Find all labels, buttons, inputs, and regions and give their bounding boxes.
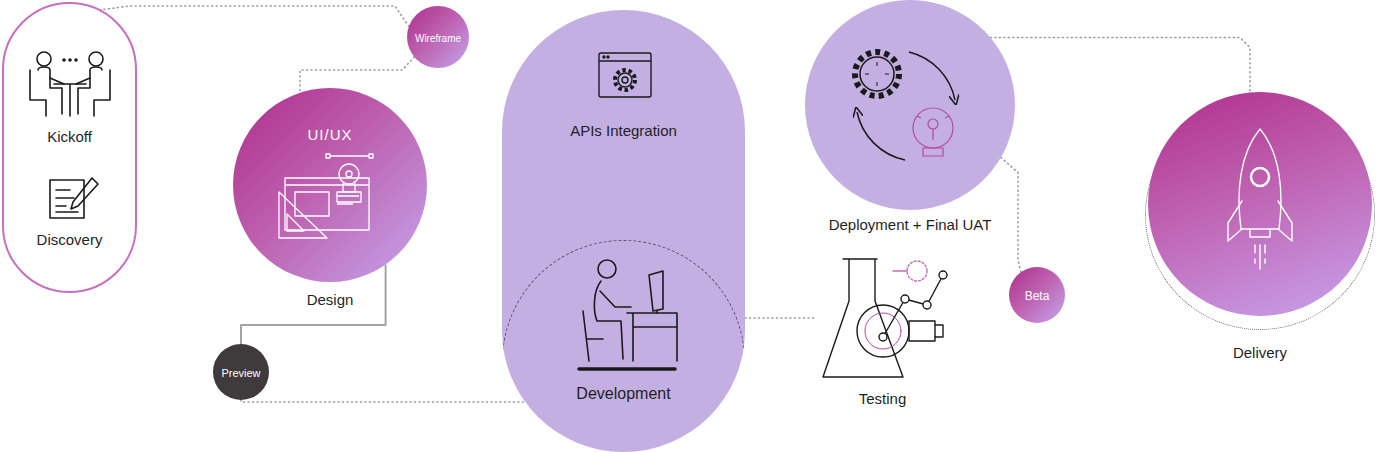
flow-connector <box>1001 158 1021 273</box>
phase-circle: Development <box>502 240 745 452</box>
text-slot: Discovery <box>4 231 135 249</box>
phase-circle: Deployment + Final UAT <box>805 0 1015 210</box>
text-slot: Testing <box>815 390 950 408</box>
node-label: Beta <box>1025 289 1050 303</box>
flow-connector <box>990 38 1250 101</box>
text-slot: Kickoff <box>4 128 135 146</box>
node-label: Testing <box>859 390 907 408</box>
text-slot: Deployment + Final UAT <box>805 216 1015 234</box>
node-label: Deployment + Final UAT <box>829 216 992 234</box>
flow-connector <box>100 6 409 26</box>
node-label: UI/UX <box>307 126 352 144</box>
text-slot: Preview <box>213 363 269 381</box>
phase-circle: Delivery <box>1145 100 1375 330</box>
text-slot: Design <box>233 291 427 309</box>
text-slot: UI/UX <box>233 126 427 144</box>
text-slot: Delivery <box>1146 344 1374 362</box>
phase-illustration <box>815 255 950 410</box>
flow-connector <box>241 400 525 402</box>
node-label: Development <box>576 384 670 403</box>
text-slot: Beta <box>1009 286 1065 304</box>
node-label: Discovery <box>37 231 103 249</box>
node-label: Preview <box>221 367 260 380</box>
phase-icon-node: Testing <box>815 255 950 410</box>
node-label: Design <box>307 291 354 309</box>
phase-illustration <box>4 4 139 295</box>
milestone-circle: Preview <box>213 344 269 400</box>
milestone-circle: Wireframe <box>407 6 469 68</box>
phase-illustration <box>503 241 745 452</box>
flow-connector <box>745 317 815 319</box>
text-slot: Wireframe <box>407 28 469 46</box>
text-slot: APIs Integration <box>502 122 745 140</box>
text-slot: Development <box>503 384 744 403</box>
phase-circle: UI/UXDesign <box>233 88 427 282</box>
phase-pill: APIs IntegrationDevelopment <box>502 10 745 452</box>
phase-illustration <box>1146 101 1376 331</box>
milestone-circle: Beta <box>1009 267 1065 323</box>
node-label: Wireframe <box>415 33 461 45</box>
delivery-disc <box>1148 92 1372 316</box>
flow-connector <box>300 57 414 93</box>
node-label: Kickoff <box>47 128 92 146</box>
node-label: APIs Integration <box>570 122 677 140</box>
phase-illustration <box>233 88 427 282</box>
node-label: Delivery <box>1233 344 1287 362</box>
phase-illustration <box>805 0 1015 210</box>
phase-pill: KickoffDiscovery <box>2 2 137 293</box>
